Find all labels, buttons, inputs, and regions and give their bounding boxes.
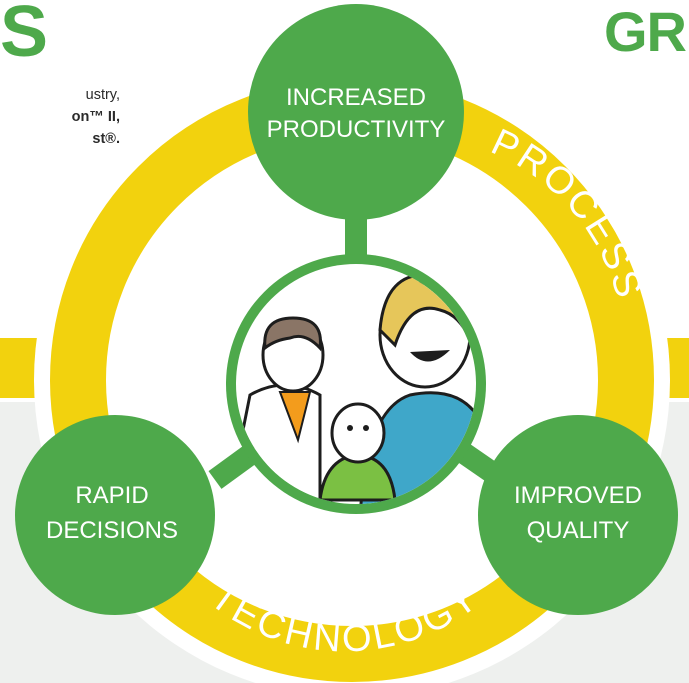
right-title-fragment: GR: [604, 0, 687, 63]
circle-right-line2: QUALITY: [527, 517, 630, 544]
circle-left-line1: RAPID: [75, 482, 148, 509]
circle-right: [478, 415, 678, 615]
circle-top-line1: INCREASED: [286, 84, 426, 111]
circle-left-line2: DECISIONS: [46, 517, 178, 544]
left-text-fragment: ustry, on™ II, st®.: [0, 84, 120, 150]
left-text-line-1: ustry,: [85, 87, 120, 103]
left-title-fragment: S: [0, 0, 48, 72]
left-text-line-2: on™ II,: [71, 109, 120, 125]
left-text-line-3: st®.: [92, 131, 120, 147]
circle-left: [15, 415, 215, 615]
circle-right-line1: IMPROVED: [514, 482, 642, 509]
circle-top-line2: PRODUCTIVITY: [267, 116, 446, 143]
circle-top: [248, 4, 464, 220]
